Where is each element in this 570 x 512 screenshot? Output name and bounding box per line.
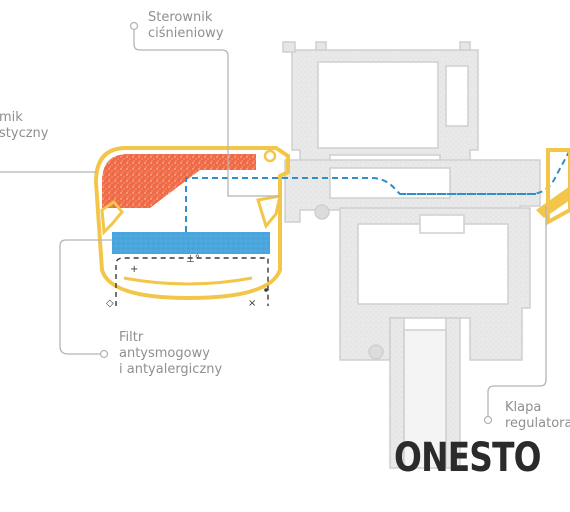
right-clip	[256, 194, 282, 230]
callout-filter-dot	[99, 349, 109, 359]
label-filter: Filtr antysmogowy i antyalergiczny	[119, 330, 223, 377]
diamond-mark: ◇	[106, 298, 114, 309]
callout-pressure-controller	[133, 28, 280, 197]
left-clip	[100, 199, 124, 236]
regulator-flap	[536, 148, 570, 226]
callout-filter	[59, 239, 112, 355]
callout-flap	[487, 206, 547, 418]
window-profile	[282, 41, 541, 469]
airflow-path	[185, 149, 570, 232]
top-clip-right	[459, 41, 471, 51]
callout-lines	[0, 21, 547, 425]
service-outline	[115, 257, 269, 306]
x-mark: ×	[248, 298, 256, 309]
wall-column-inner	[403, 329, 447, 469]
bottom-grille	[123, 276, 253, 286]
label-acoustic-cut: mik styczny	[0, 110, 49, 141]
middle-gasket	[314, 204, 330, 220]
housing-outline	[93, 146, 290, 301]
lower-frame-chamber	[357, 223, 509, 305]
top-clip-left	[315, 41, 327, 51]
small-dot	[264, 288, 268, 292]
top-clip-end	[282, 41, 296, 53]
flap-housing	[546, 148, 570, 226]
label-pressure-controller: Sterownik ciśnieniowy	[148, 10, 224, 41]
lower-frame-notch	[419, 214, 465, 234]
upper-sash-chamber	[317, 61, 439, 149]
flap-blade	[536, 186, 570, 218]
callout-flap-dot	[483, 415, 493, 425]
acoustic-foam	[102, 154, 256, 208]
upper-sash-chamber-right	[445, 65, 469, 127]
pressure-sensor-dot	[263, 149, 277, 163]
callout-pressure-controller-dot	[129, 21, 139, 31]
brand-logo: ONESTO	[394, 435, 542, 481]
ventilator-housing	[93, 146, 290, 301]
plus-mark: +	[130, 264, 138, 275]
lower-gasket	[368, 344, 384, 360]
ground-mark: ⊥°	[186, 254, 200, 265]
filter-pad	[112, 232, 270, 254]
label-flap: Klapa regulatora	[505, 400, 570, 431]
